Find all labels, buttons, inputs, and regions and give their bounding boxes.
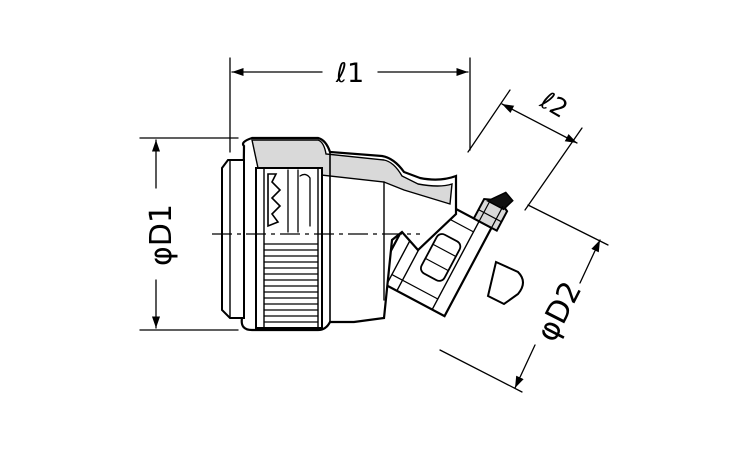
dimension-l2: ℓ2 bbox=[467, 85, 583, 211]
body-shading bbox=[251, 139, 453, 205]
clip-tab bbox=[485, 191, 514, 211]
inlet-cap bbox=[221, 159, 245, 319]
l2-extension-left bbox=[467, 89, 511, 153]
d2-arrow-top bbox=[579, 239, 601, 284]
l2-extension-right bbox=[524, 127, 583, 211]
d2-extension-bottom bbox=[439, 349, 523, 393]
knurled-nut bbox=[255, 167, 323, 329]
fitting-tail bbox=[486, 260, 524, 306]
l1-label: ℓ1 bbox=[335, 58, 364, 89]
d1-label: φD1 bbox=[144, 204, 179, 266]
d2-extension-top bbox=[527, 204, 609, 246]
grip-ring bbox=[267, 173, 282, 228]
inner-finger bbox=[420, 233, 462, 282]
l2-label: ℓ2 bbox=[535, 85, 573, 124]
l2-arrow bbox=[501, 103, 578, 144]
fitting-body bbox=[212, 136, 524, 332]
d2-label: φD2 bbox=[530, 276, 589, 347]
knurl-ribs bbox=[263, 243, 319, 323]
dimension-d1: φD1 bbox=[139, 137, 239, 331]
dimension-l1: ℓ1 bbox=[229, 57, 471, 153]
d2-arrow-bottom bbox=[514, 344, 536, 389]
